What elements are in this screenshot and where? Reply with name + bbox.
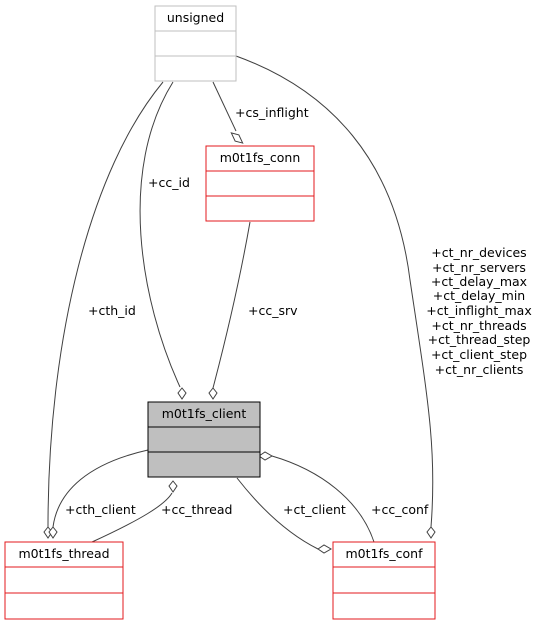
node-m0t1fs-client-title: m0t1fs_client	[162, 406, 247, 421]
ct-field-label: +ct_client_step	[431, 347, 527, 362]
ct-field-label: +ct_thread_step	[428, 332, 531, 347]
node-unsigned-title: unsigned	[167, 10, 224, 25]
edge-ct-fields	[235, 55, 434, 528]
ct-field-label: +ct_inflight_max	[426, 303, 531, 318]
edge-label-cc-conf: +cc_conf	[371, 502, 429, 517]
diamond-client-cc-conf	[258, 451, 274, 461]
edge-label-cc-id: +cc_id	[148, 175, 190, 190]
edge-cth-client	[52, 449, 149, 528]
edge-cc-thread	[91, 492, 173, 543]
node-m0t1fs-client[interactable]: m0t1fs_client	[147, 401, 261, 478]
node-unsigned[interactable]: unsigned	[154, 5, 237, 82]
node-m0t1fs-thread-title: m0t1fs_thread	[18, 546, 109, 561]
node-m0t1fs-thread[interactable]: m0t1fs_thread	[4, 541, 124, 620]
node-m0t1fs-client-box	[147, 401, 261, 478]
node-m0t1fs-conn-title: m0t1fs_conn	[220, 150, 301, 165]
edge-label-group: +cs_inflight +cc_id +cth_id +cc_srv +cth…	[65, 105, 532, 517]
ct-field-label: +ct_delay_min	[433, 288, 525, 303]
edge-cs-inflight	[212, 81, 237, 132]
edge-cc-id	[139, 81, 181, 388]
edge-label-cs-inflight: +cs_inflight	[235, 105, 309, 120]
diamond-client-cc-id	[177, 387, 187, 400]
edge-label-cc-srv: +cc_srv	[248, 303, 298, 318]
edge-cth-id	[47, 81, 164, 528]
diamond-client-cc-thread	[168, 480, 178, 493]
node-unsigned-box	[154, 5, 237, 82]
node-m0t1fs-conf-box	[332, 541, 436, 620]
ct-field-label: +ct_nr_devices	[431, 245, 526, 260]
edge-label-cth-id: +cth_id	[88, 303, 136, 318]
edge-ct-client	[236, 477, 319, 550]
node-m0t1fs-conf-title: m0t1fs_conf	[346, 546, 424, 561]
node-m0t1fs-conn[interactable]: m0t1fs_conn	[205, 145, 315, 222]
edges	[47, 55, 434, 550]
node-m0t1fs-conf[interactable]: m0t1fs_conf	[332, 541, 436, 620]
ct-field-label: +ct_nr_servers	[432, 260, 526, 275]
edge-label-cth-client: +cth_client	[65, 502, 136, 517]
node-m0t1fs-conn-box	[205, 145, 315, 222]
diamond-conf-ct-fields	[426, 526, 436, 539]
diamond-conn-cs-inflight	[230, 132, 244, 144]
edge-label-ct-fields: +ct_nr_devices +ct_nr_servers +ct_delay_…	[426, 245, 531, 377]
diamond-client-cc-srv	[208, 387, 218, 400]
ct-field-label: +ct_delay_max	[431, 274, 527, 289]
node-m0t1fs-thread-box	[4, 541, 124, 620]
edge-label-ct-client: +ct_client	[283, 502, 346, 517]
edge-cc-conf	[271, 455, 375, 543]
diamonds	[43, 132, 436, 554]
diamond-conf-ct-client	[317, 544, 333, 554]
diamond-thread-cth-client	[48, 526, 58, 539]
ct-field-label: +ct_nr_threads	[431, 318, 526, 333]
ct-field-label: +ct_nr_clients	[435, 362, 524, 377]
edge-label-cc-thread: +cc_thread	[161, 502, 232, 517]
edge-cc-srv	[212, 221, 251, 389]
